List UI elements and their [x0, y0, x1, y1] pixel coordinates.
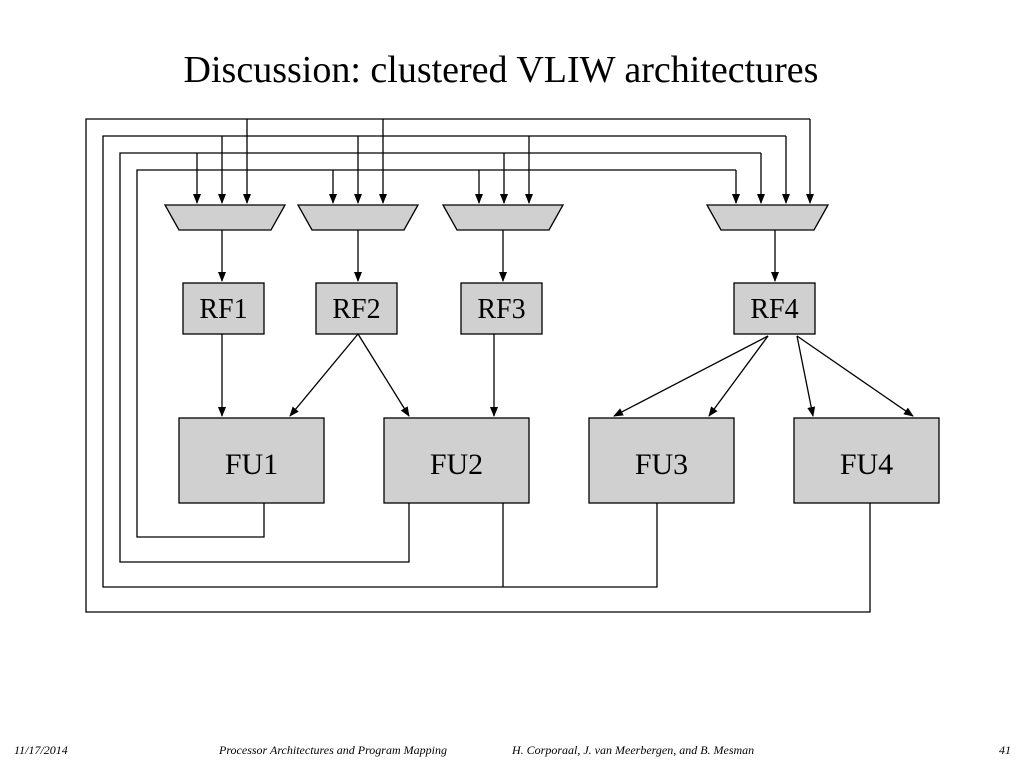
register-file-3: RF3 [460, 282, 543, 335]
register-files: RF1 RF2 RF3 RF4 [182, 282, 816, 335]
register-file-1: RF1 [182, 282, 265, 335]
footer-authors: H. Corporaal, J. van Meerbergen, and B. … [512, 743, 755, 757]
rf2-label: RF2 [332, 294, 380, 325]
mux-4 [705, 204, 830, 231]
fu4-label: FU4 [840, 448, 893, 481]
fu3-label: FU3 [635, 448, 688, 481]
functional-unit-3: FU3 [588, 417, 735, 504]
feedback-buses [85, 118, 871, 613]
footer-course: Processor Architectures and Program Mapp… [219, 743, 447, 757]
functional-unit-4: FU4 [793, 417, 940, 504]
functional-unit-2: FU2 [383, 417, 530, 504]
register-file-4: RF4 [733, 282, 816, 335]
multiplexers [163, 204, 830, 231]
bus-fu4 [85, 118, 871, 613]
bus-fu3 [102, 135, 786, 588]
bus-fu2 [119, 152, 761, 563]
footer-page-number: 41 [999, 743, 1011, 757]
mux-3 [441, 204, 565, 231]
rf-to-fu-arrows [218, 333, 914, 417]
functional-unit-1: FU1 [178, 417, 325, 504]
register-file-2: RF2 [315, 282, 398, 335]
bus-taps [193, 119, 814, 204]
rf1-label: RF1 [199, 294, 247, 325]
mux-2 [296, 204, 420, 231]
bus-fu1 [136, 169, 736, 538]
mux-1 [163, 204, 287, 231]
fu2-label: FU2 [430, 448, 483, 481]
functional-units: FU1 FU2 FU3 FU4 [178, 417, 940, 504]
footer-date: 11/17/2014 [14, 743, 68, 757]
rf3-label: RF3 [477, 294, 525, 325]
slide-title: Discussion: clustered VLIW architectures [183, 49, 819, 91]
mux-to-rf-arrows [218, 230, 779, 282]
fu1-label: FU1 [225, 448, 278, 481]
rf4-label: RF4 [750, 294, 798, 325]
